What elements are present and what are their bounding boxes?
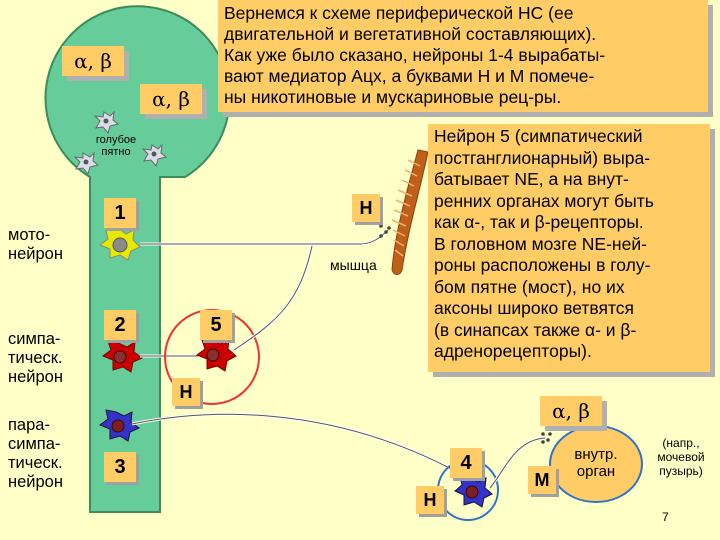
top-line: ны никотиновые и мускариновые рец-ры. — [224, 87, 562, 107]
right-line: бом пятне (мост), но их — [434, 276, 625, 297]
motoneuron-label: мото- нейрон — [8, 226, 63, 263]
right-line: роны расположены в голу- — [434, 255, 651, 275]
top-line: вают медиатор Ацх, а буквами Н и М помеч… — [224, 66, 595, 86]
sympathetic-neuron-label: симпа- тическ. нейрон — [8, 330, 63, 386]
nicotinic-receptor-ganglion-5: Н — [172, 378, 200, 406]
muscle-label: мышца — [330, 257, 377, 273]
right-line: аксоны широко ветвятся — [434, 298, 634, 318]
neuron-5-axon — [233, 245, 314, 352]
neuron-number-1: 1 — [104, 198, 136, 228]
blue-spot-label: голубое пятно — [95, 134, 137, 158]
organ-example-note: (напр., мочевой пузырь) — [657, 436, 705, 478]
right-line: как α-, так и β-рецепторы. — [434, 212, 644, 232]
internal-organ-label: внутр. орган — [574, 446, 618, 480]
right-line: Нейрон 5 (симпатический — [434, 126, 643, 146]
right-line: В головном мозге NE-ней- — [434, 233, 647, 254]
internal-organ — [549, 425, 643, 503]
neuron-number-5: 5 — [200, 310, 232, 340]
cns-shape — [44, 5, 231, 513]
alpha-beta-label-organ: α, β — [540, 396, 602, 426]
page-number: 7 — [662, 510, 669, 524]
muscarinic-receptor-organ: М — [528, 466, 556, 494]
right-line: ренних органах могут быть — [434, 190, 654, 211]
right-line: адренорецепторы). — [434, 341, 592, 361]
neuron-number-4: 4 — [450, 448, 482, 478]
motor-axon — [140, 228, 390, 246]
neuron-number-3: 3 — [104, 452, 136, 482]
right-line: постганглионарный) выра- — [434, 147, 651, 168]
neuron-5-explanation-box: Нейрон 5 (симпатический постганглионарны… — [428, 124, 710, 372]
right-line: батывает NE, а на внут- — [434, 169, 629, 189]
nicotinic-receptor-ganglion-4: Н — [416, 486, 444, 514]
top-line: Как уже было сказано, нейроны 1-4 выраба… — [224, 45, 606, 65]
top-explanation-box: Вернемся к схеме периферической НС (ее д… — [218, 0, 708, 112]
alpha-beta-label-brain: α, β — [62, 46, 124, 76]
parasympathetic-preganglionic-axon — [131, 412, 469, 480]
top-line: двигательной и вегетативной составляющих… — [224, 24, 597, 44]
nicotinic-receptor-muscle: Н — [352, 194, 380, 222]
right-line: (в синапсах также α- и β- — [434, 319, 637, 340]
neuron-number-2: 2 — [104, 310, 136, 340]
top-line: Вернемся к схеме периферической НС (ее — [224, 3, 574, 23]
parasympathetic-neuron-label: пара- симпа- тическ. нейрон — [8, 416, 63, 491]
alpha-beta-label-brain-2: α, β — [140, 84, 202, 114]
